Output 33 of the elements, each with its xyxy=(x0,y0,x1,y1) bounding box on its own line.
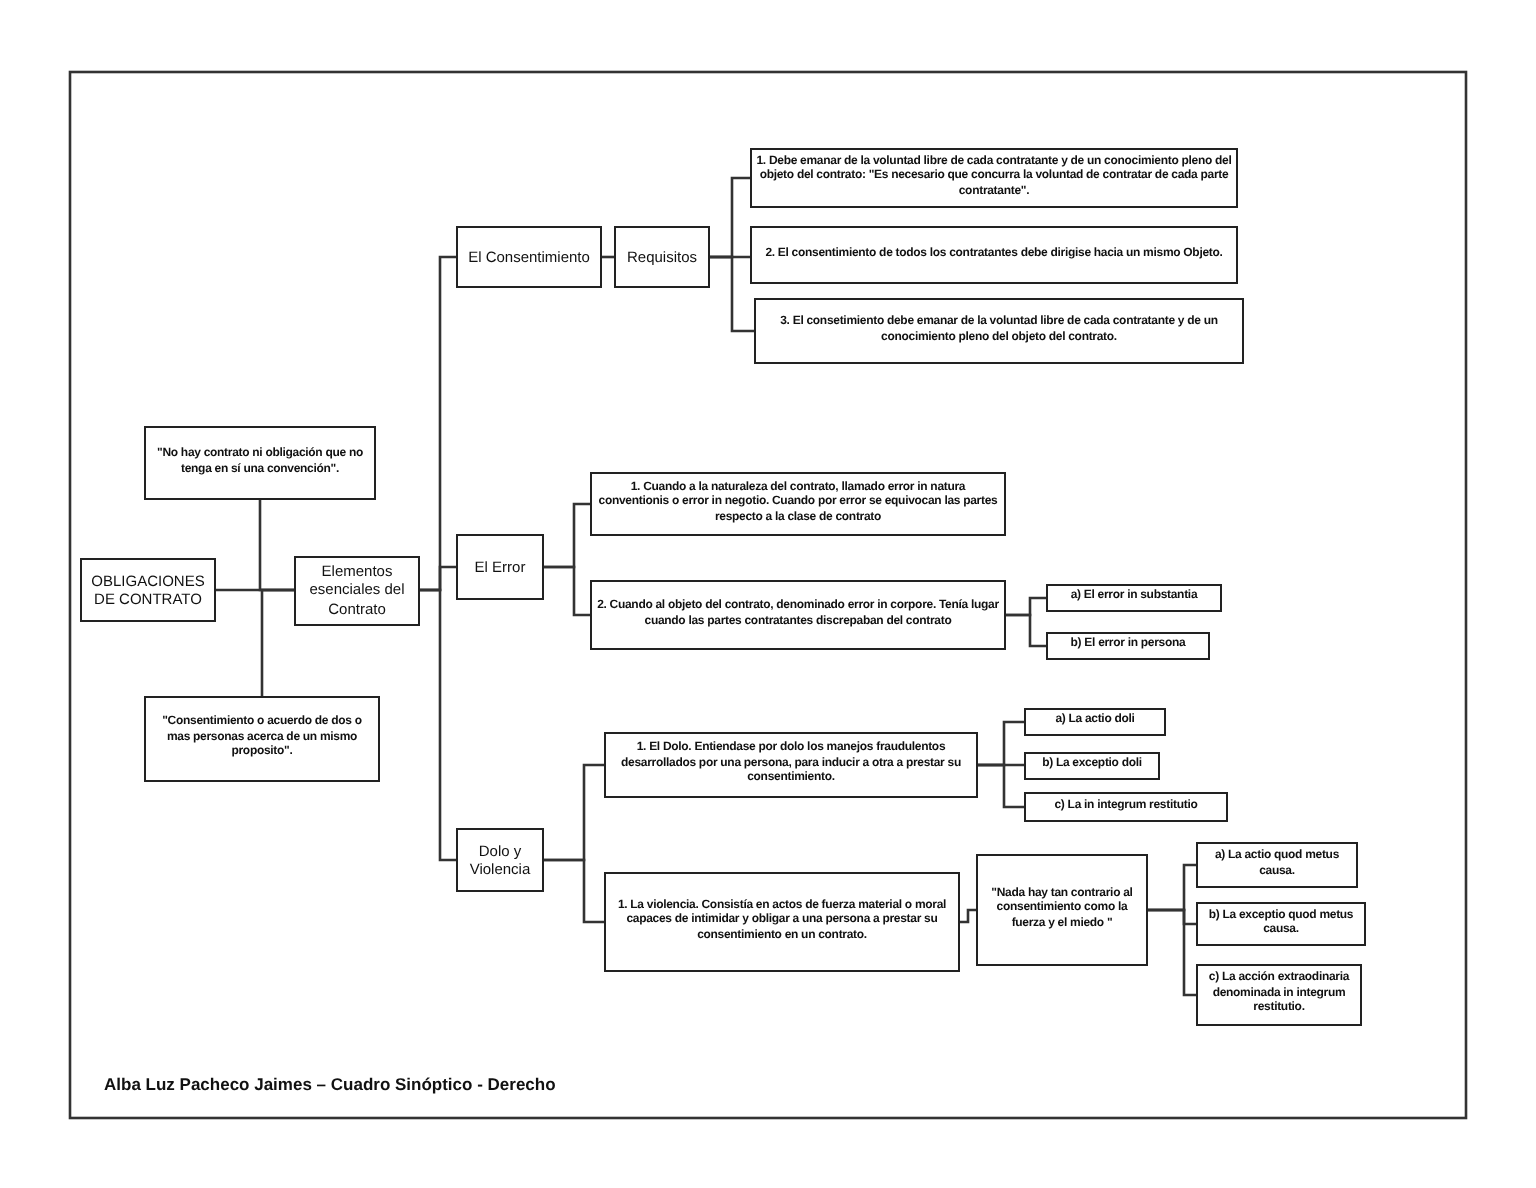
connector-line xyxy=(260,588,294,696)
text-box xyxy=(1196,964,1362,1026)
text-box xyxy=(1024,792,1228,822)
text-box xyxy=(750,226,1238,284)
text-box xyxy=(456,828,544,892)
text-box xyxy=(456,534,544,600)
text-box xyxy=(1024,752,1160,780)
text-box xyxy=(456,226,602,288)
connector-line xyxy=(710,255,754,333)
text-box xyxy=(976,854,1148,966)
text-box xyxy=(144,426,376,500)
connector-line xyxy=(1148,908,1196,997)
text-box xyxy=(144,696,380,782)
text-box xyxy=(590,580,1006,650)
text-box xyxy=(604,872,960,972)
connector-line xyxy=(420,588,456,862)
connector-line xyxy=(960,908,976,924)
text-box xyxy=(590,472,1006,536)
text-box xyxy=(754,298,1244,364)
text-box xyxy=(1046,584,1222,612)
connector-line xyxy=(1006,613,1046,648)
connector-line xyxy=(544,565,590,617)
text-box xyxy=(1196,842,1358,888)
text-box xyxy=(604,732,978,798)
text-box xyxy=(294,555,420,625)
text-box xyxy=(80,558,216,622)
footer-text: Alba Luz Pacheco Jaimes – Cuadro Sinóptico - Derecho xyxy=(104,1074,556,1094)
text-box xyxy=(1046,632,1210,660)
text-box xyxy=(1024,708,1166,736)
text-box xyxy=(614,226,710,288)
text-box xyxy=(1196,902,1366,946)
connector-line xyxy=(544,858,604,924)
connector-line xyxy=(978,763,1024,809)
